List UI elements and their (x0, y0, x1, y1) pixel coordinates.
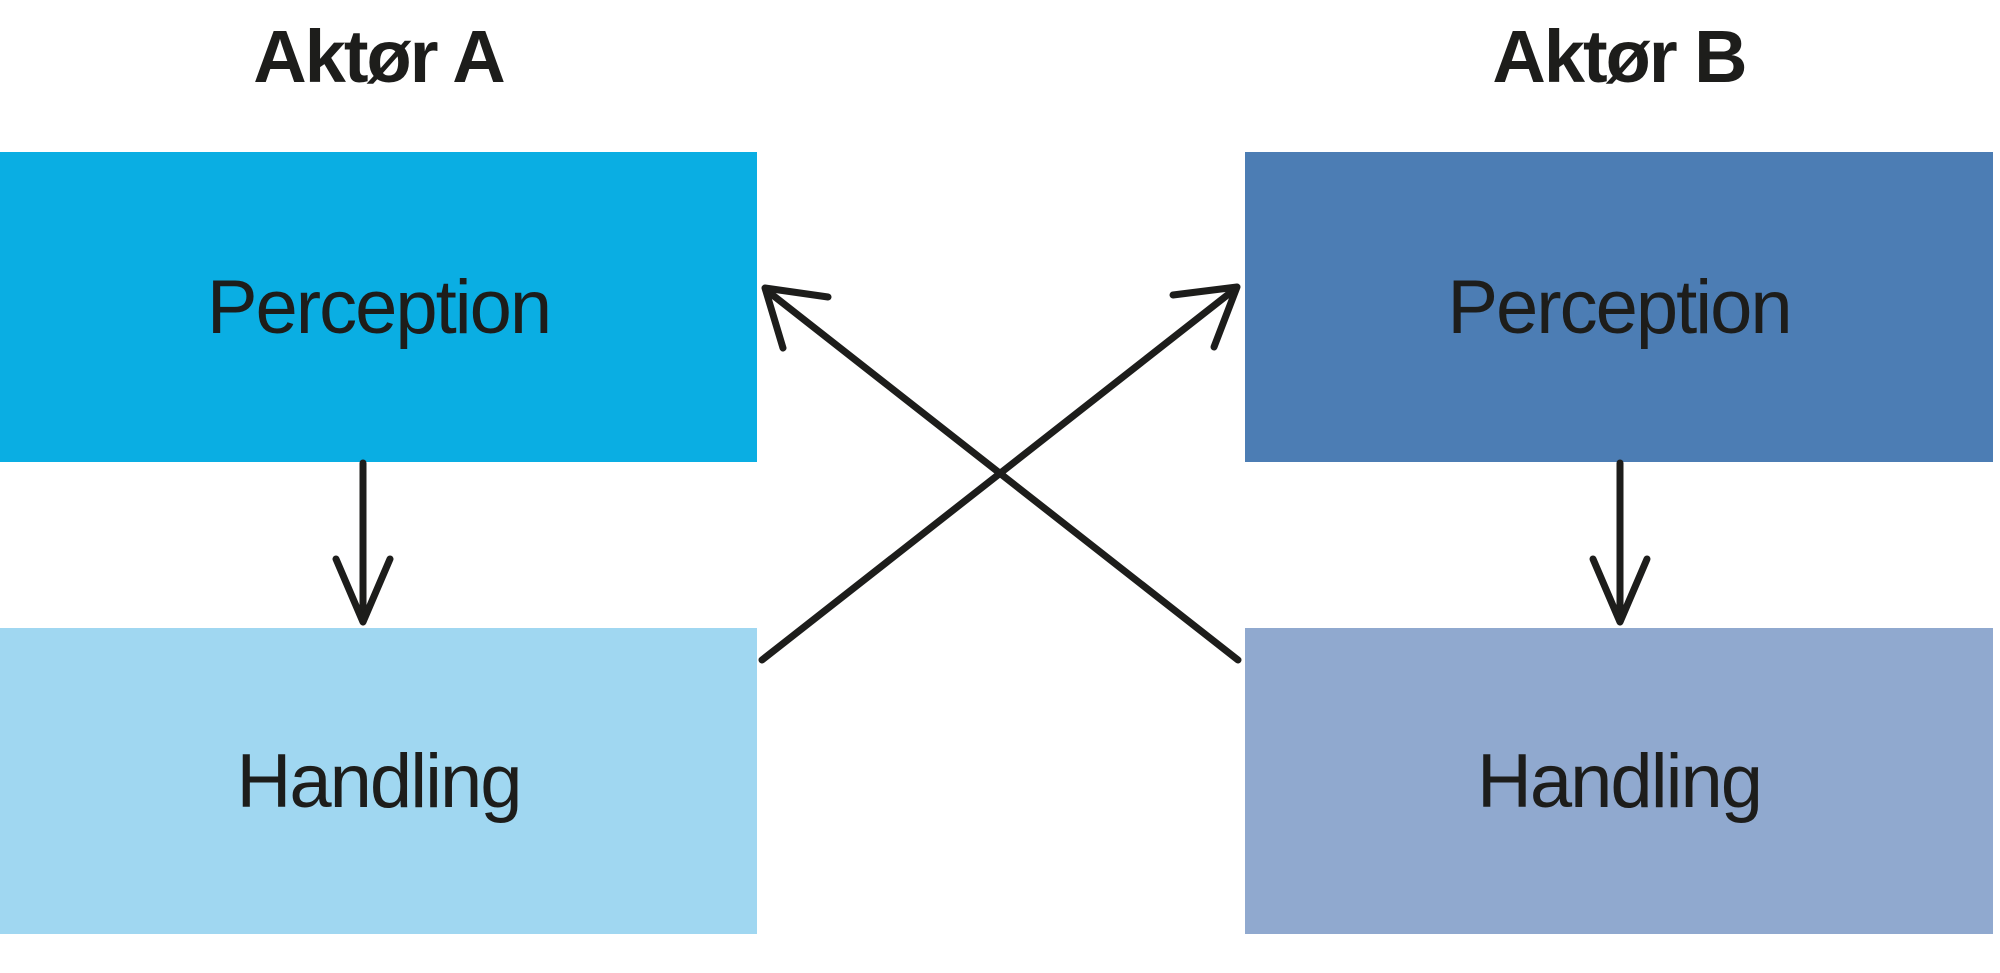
arrow-a-handling-to-b-perception (758, 283, 1241, 664)
arrow-b-perception-to-handling (1589, 459, 1651, 626)
arrow-a-perception-to-handling (332, 459, 394, 626)
arrow-b-handling-to-a-perception (761, 284, 1242, 664)
actor-a-perception-box: Perception (0, 152, 757, 462)
actor-b-perception-label: Perception (1447, 264, 1792, 350)
actor-a-title: Aktør A (253, 15, 506, 98)
actor-b-handling-box: Handling (1245, 628, 1993, 934)
actor-b-perception-box: Perception (1245, 152, 1993, 462)
actor-a-handling-box: Handling (0, 628, 757, 934)
actor-a-handling-label: Handling (236, 738, 523, 824)
actor-b-handling-label: Handling (1477, 738, 1763, 824)
actor-a-perception-label: Perception (206, 264, 552, 350)
actor-b-title: Aktør B (1492, 15, 1747, 98)
